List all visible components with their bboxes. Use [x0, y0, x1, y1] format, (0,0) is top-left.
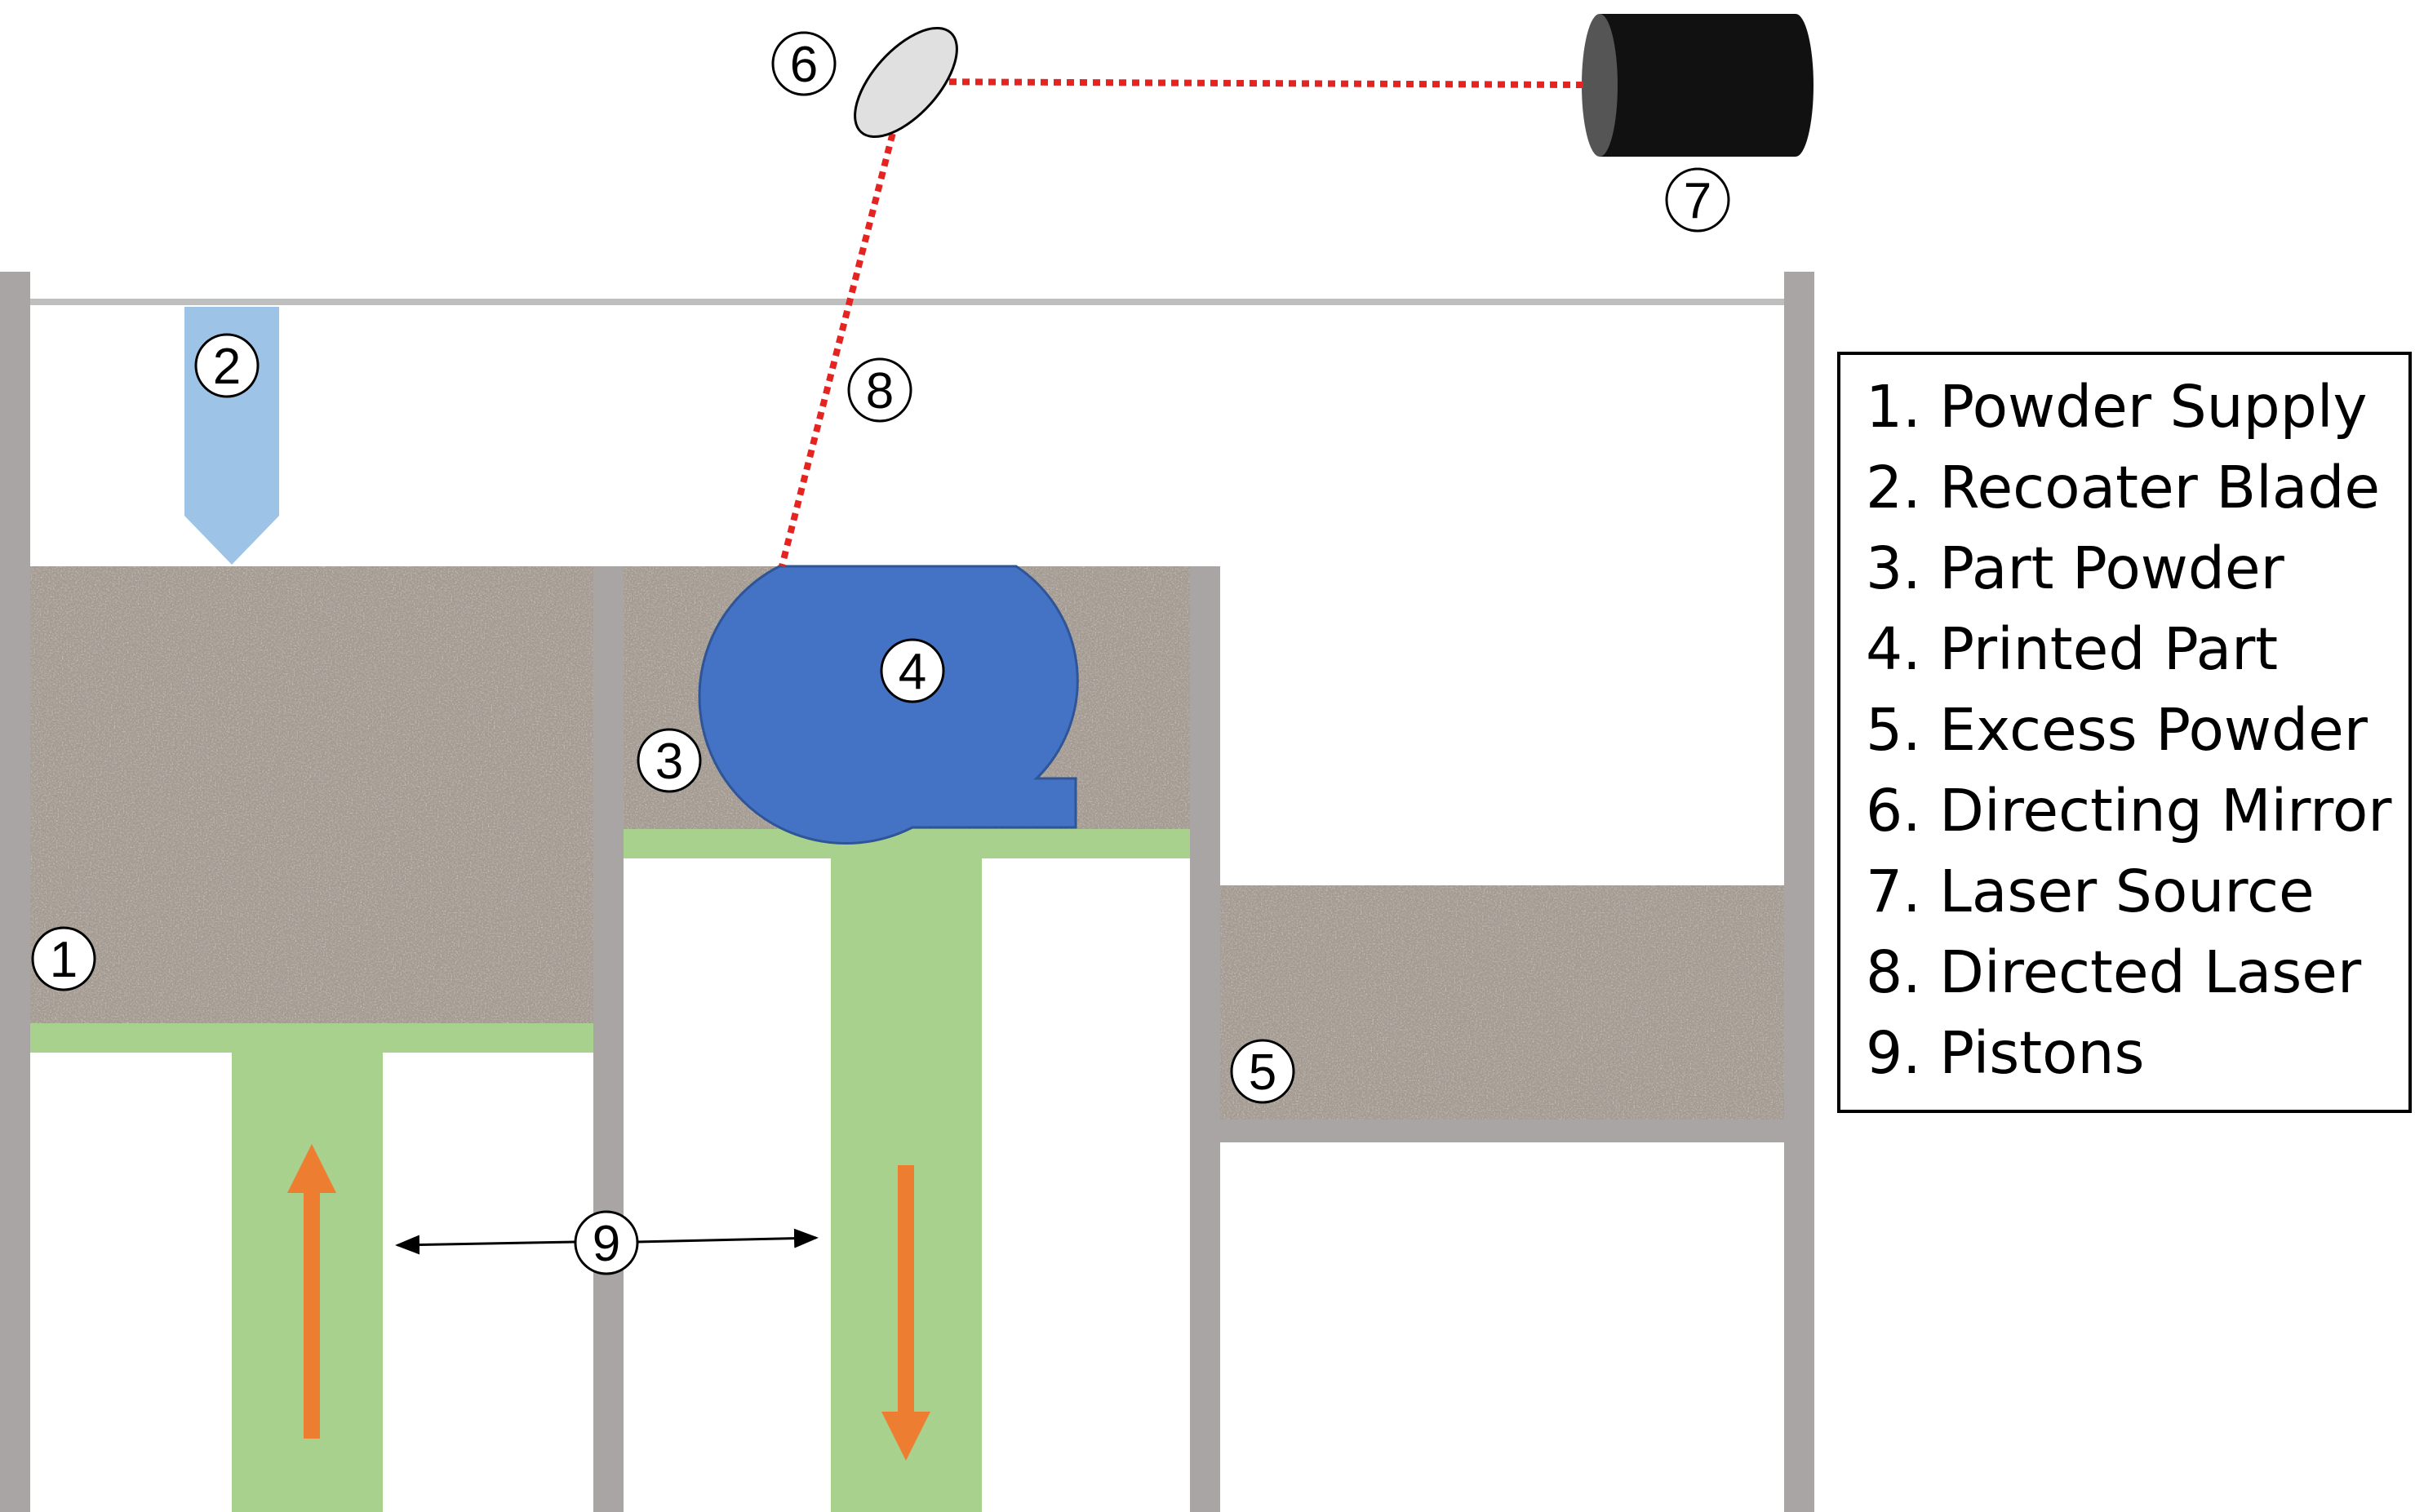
top-rail [15, 299, 1787, 305]
svg-text:9: 9 [593, 1216, 620, 1272]
divider-wall-2 [1190, 566, 1220, 1512]
marker-4: 4 [880, 638, 945, 703]
svg-text:4: 4 [899, 644, 926, 700]
right-outer-wall [1784, 272, 1814, 1512]
legend-item-3: 3. Part Powder [1866, 534, 2285, 602]
legend-item-7: 7. Laser Source [1866, 858, 2315, 925]
piston-pointer-right [636, 1228, 819, 1248]
marker-7: 7 [1665, 167, 1730, 233]
directed-laser [779, 78, 1584, 567]
marker-3: 3 [637, 728, 702, 793]
legend-item-5: 5. Excess Powder [1866, 696, 2368, 764]
legend-item-9: 9. Pistons [1866, 1019, 2145, 1087]
piston-pointer-left [395, 1235, 576, 1255]
printed-part [698, 565, 1079, 845]
svg-text:3: 3 [655, 734, 683, 790]
marker-5: 5 [1230, 1039, 1295, 1104]
legend-item-2: 2. Recoater Blade [1866, 454, 2380, 521]
legend-item-8: 8. Directed Laser [1866, 938, 2362, 1006]
svg-text:5: 5 [1249, 1044, 1276, 1101]
legend-item-4: 4. Printed Part [1866, 615, 2278, 683]
supply-up-arrow [287, 1144, 336, 1439]
svg-text:1: 1 [50, 932, 78, 988]
laser-source [1582, 14, 1813, 157]
svg-text:7: 7 [1684, 173, 1711, 229]
svg-text:2: 2 [213, 339, 241, 395]
legend-item-1: 1. Powder Supply [1866, 373, 2368, 441]
svg-text:8: 8 [866, 363, 894, 419]
legend: 1. Powder Supply 2. Recoater Blade 3. Pa… [1837, 352, 2412, 1113]
marker-6: 6 [771, 31, 837, 96]
legend-item-6: 6. Directing Mirror [1866, 777, 2392, 845]
supply-piston-plate [30, 1023, 593, 1053]
divider-wall-1 [593, 566, 624, 1512]
marker-1: 1 [31, 926, 96, 991]
excess-powder [1220, 885, 1784, 1120]
build-down-arrow [881, 1165, 930, 1461]
powder-supply [30, 566, 593, 1023]
legend-box [1837, 352, 2412, 1113]
directing-mirror [854, 26, 958, 139]
excess-floor [1220, 1120, 1784, 1142]
svg-text:6: 6 [790, 37, 818, 93]
build-piston-plate [624, 829, 1190, 858]
left-outer-wall [0, 272, 30, 1512]
marker-2: 2 [194, 333, 260, 398]
marker-8: 8 [847, 357, 912, 423]
marker-9: 9 [574, 1210, 639, 1275]
